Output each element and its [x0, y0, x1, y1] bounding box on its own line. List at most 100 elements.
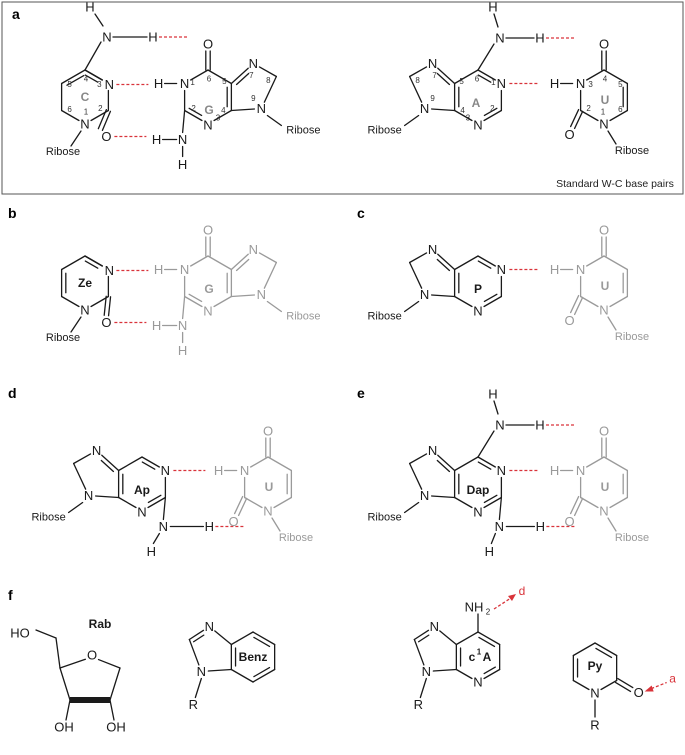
bond	[162, 496, 167, 521]
atom-N: N	[203, 304, 212, 319]
bond	[60, 109, 80, 122]
bond	[403, 300, 420, 313]
atom-HO: HO	[10, 626, 30, 641]
bond	[117, 496, 137, 509]
atom-H: H	[152, 318, 161, 333]
atom-H: H	[536, 519, 545, 534]
atom-H: H	[550, 76, 559, 91]
ribose-label: Ribose	[279, 532, 313, 544]
bond	[267, 456, 293, 472]
bond	[569, 294, 580, 314]
atom-H: H	[148, 30, 157, 45]
bond	[147, 494, 162, 504]
bond	[430, 495, 456, 499]
bond	[84, 255, 103, 267]
base-label-c1A-sup: 1	[477, 648, 482, 657]
atom-number: 1	[491, 78, 496, 87]
atom-N: N	[105, 263, 114, 278]
atom-H: H	[147, 544, 156, 559]
bond	[483, 494, 498, 504]
atom-N: N	[180, 262, 189, 277]
bond	[250, 456, 269, 468]
base-label-G: G	[204, 282, 213, 296]
atom-N: N	[495, 519, 504, 534]
ribose-label: Ribose	[615, 331, 649, 343]
atom-N: N	[590, 686, 599, 701]
atom-N: N	[205, 619, 214, 634]
bond	[235, 72, 250, 86]
bond	[477, 430, 495, 458]
bond	[455, 668, 473, 680]
atom-N: N	[473, 118, 482, 133]
bond	[109, 667, 121, 701]
panel-label-b: b	[8, 205, 17, 221]
bond	[258, 252, 278, 264]
atom-N: N	[249, 242, 258, 257]
bond	[573, 497, 584, 517]
atom-H: H	[205, 519, 214, 534]
bond	[483, 666, 497, 675]
bond	[70, 130, 82, 147]
bond	[35, 629, 57, 639]
bond	[436, 72, 451, 86]
base-label-U: U	[265, 480, 274, 494]
bond	[430, 108, 456, 112]
atom-N: N	[473, 675, 482, 690]
bond	[453, 496, 473, 509]
bond	[453, 456, 479, 472]
atom-N: N	[497, 463, 506, 478]
atom-number: 1	[601, 108, 606, 117]
arrowhead	[644, 685, 654, 692]
bond	[60, 255, 86, 271]
atom-O: O	[565, 514, 575, 529]
bond	[230, 253, 249, 271]
bond	[483, 109, 503, 122]
atom-N: N	[576, 262, 585, 277]
atom-N: N	[428, 56, 437, 71]
base-label-c1A: c	[469, 650, 476, 664]
bond	[579, 295, 599, 308]
bond	[403, 501, 420, 514]
base-label-G: G	[204, 103, 213, 117]
atom-OH: OH	[54, 720, 74, 735]
atom-N: N	[428, 242, 437, 257]
bond	[152, 532, 161, 545]
bond	[483, 496, 503, 509]
bond	[194, 677, 203, 699]
atom-number: 5	[222, 77, 227, 86]
atom-H: H	[178, 343, 187, 358]
atom-R: R	[590, 718, 599, 733]
atom-number: 2	[98, 104, 103, 113]
atom-H: H	[535, 418, 544, 433]
atom-number: 9	[251, 94, 256, 103]
bond	[252, 668, 276, 683]
atom-number: 2	[490, 104, 495, 113]
bond	[97, 108, 108, 130]
atom-H: H	[550, 262, 559, 277]
bond	[237, 497, 248, 517]
bond	[572, 679, 590, 691]
atom-N: N	[249, 56, 258, 71]
atom-number: 6	[67, 105, 72, 114]
atom-N: N	[495, 418, 504, 433]
bond	[483, 293, 498, 303]
atom-number: 2	[191, 104, 196, 113]
atom-N: N	[197, 664, 206, 679]
bond	[573, 110, 584, 130]
atom-number: 2	[586, 104, 591, 113]
atom-O: O	[101, 129, 111, 144]
bond	[436, 459, 451, 473]
bond	[408, 261, 423, 289]
bond	[72, 462, 87, 490]
atom-number: 8	[415, 76, 420, 85]
atom-N: N	[257, 101, 266, 116]
atom-N: N	[84, 488, 93, 503]
ribose-label: Ribose	[46, 332, 80, 344]
ribose-label: Ribose	[615, 145, 649, 157]
bond	[572, 642, 596, 657]
bond	[477, 461, 492, 470]
bond	[60, 69, 86, 85]
atom-number: 5	[67, 80, 72, 89]
base-label-Benz: Benz	[239, 650, 268, 664]
